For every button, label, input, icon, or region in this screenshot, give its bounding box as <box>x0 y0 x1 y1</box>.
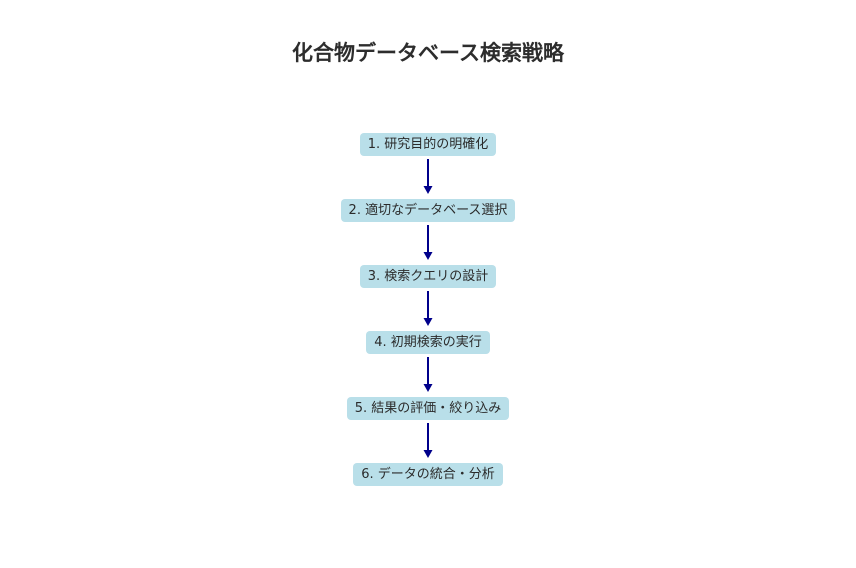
flow-node-1: 1. 研究目的の明確化 <box>359 133 497 156</box>
flow-node-5: 5. 結果の評価・絞り込み <box>346 397 510 420</box>
flow-node-3: 3. 検索クエリの設計 <box>359 265 497 288</box>
arrow-down-icon <box>423 159 433 194</box>
arrow-down-icon <box>423 423 433 458</box>
arrow-down-icon <box>423 357 433 392</box>
flow-node-6: 6. データの統合・分析 <box>353 463 503 486</box>
arrow-down-icon <box>423 291 433 326</box>
flow-node-4: 4. 初期検索の実行 <box>366 331 490 354</box>
flowchart: 1. 研究目的の明確化 2. 適切なデータベース選択 3. 検索クエリの設計 4… <box>0 133 856 486</box>
diagram-title: 化合物データベース検索戦略 <box>292 41 564 65</box>
flow-node-2: 2. 適切なデータベース選択 <box>340 199 516 222</box>
arrow-down-icon <box>423 225 433 260</box>
